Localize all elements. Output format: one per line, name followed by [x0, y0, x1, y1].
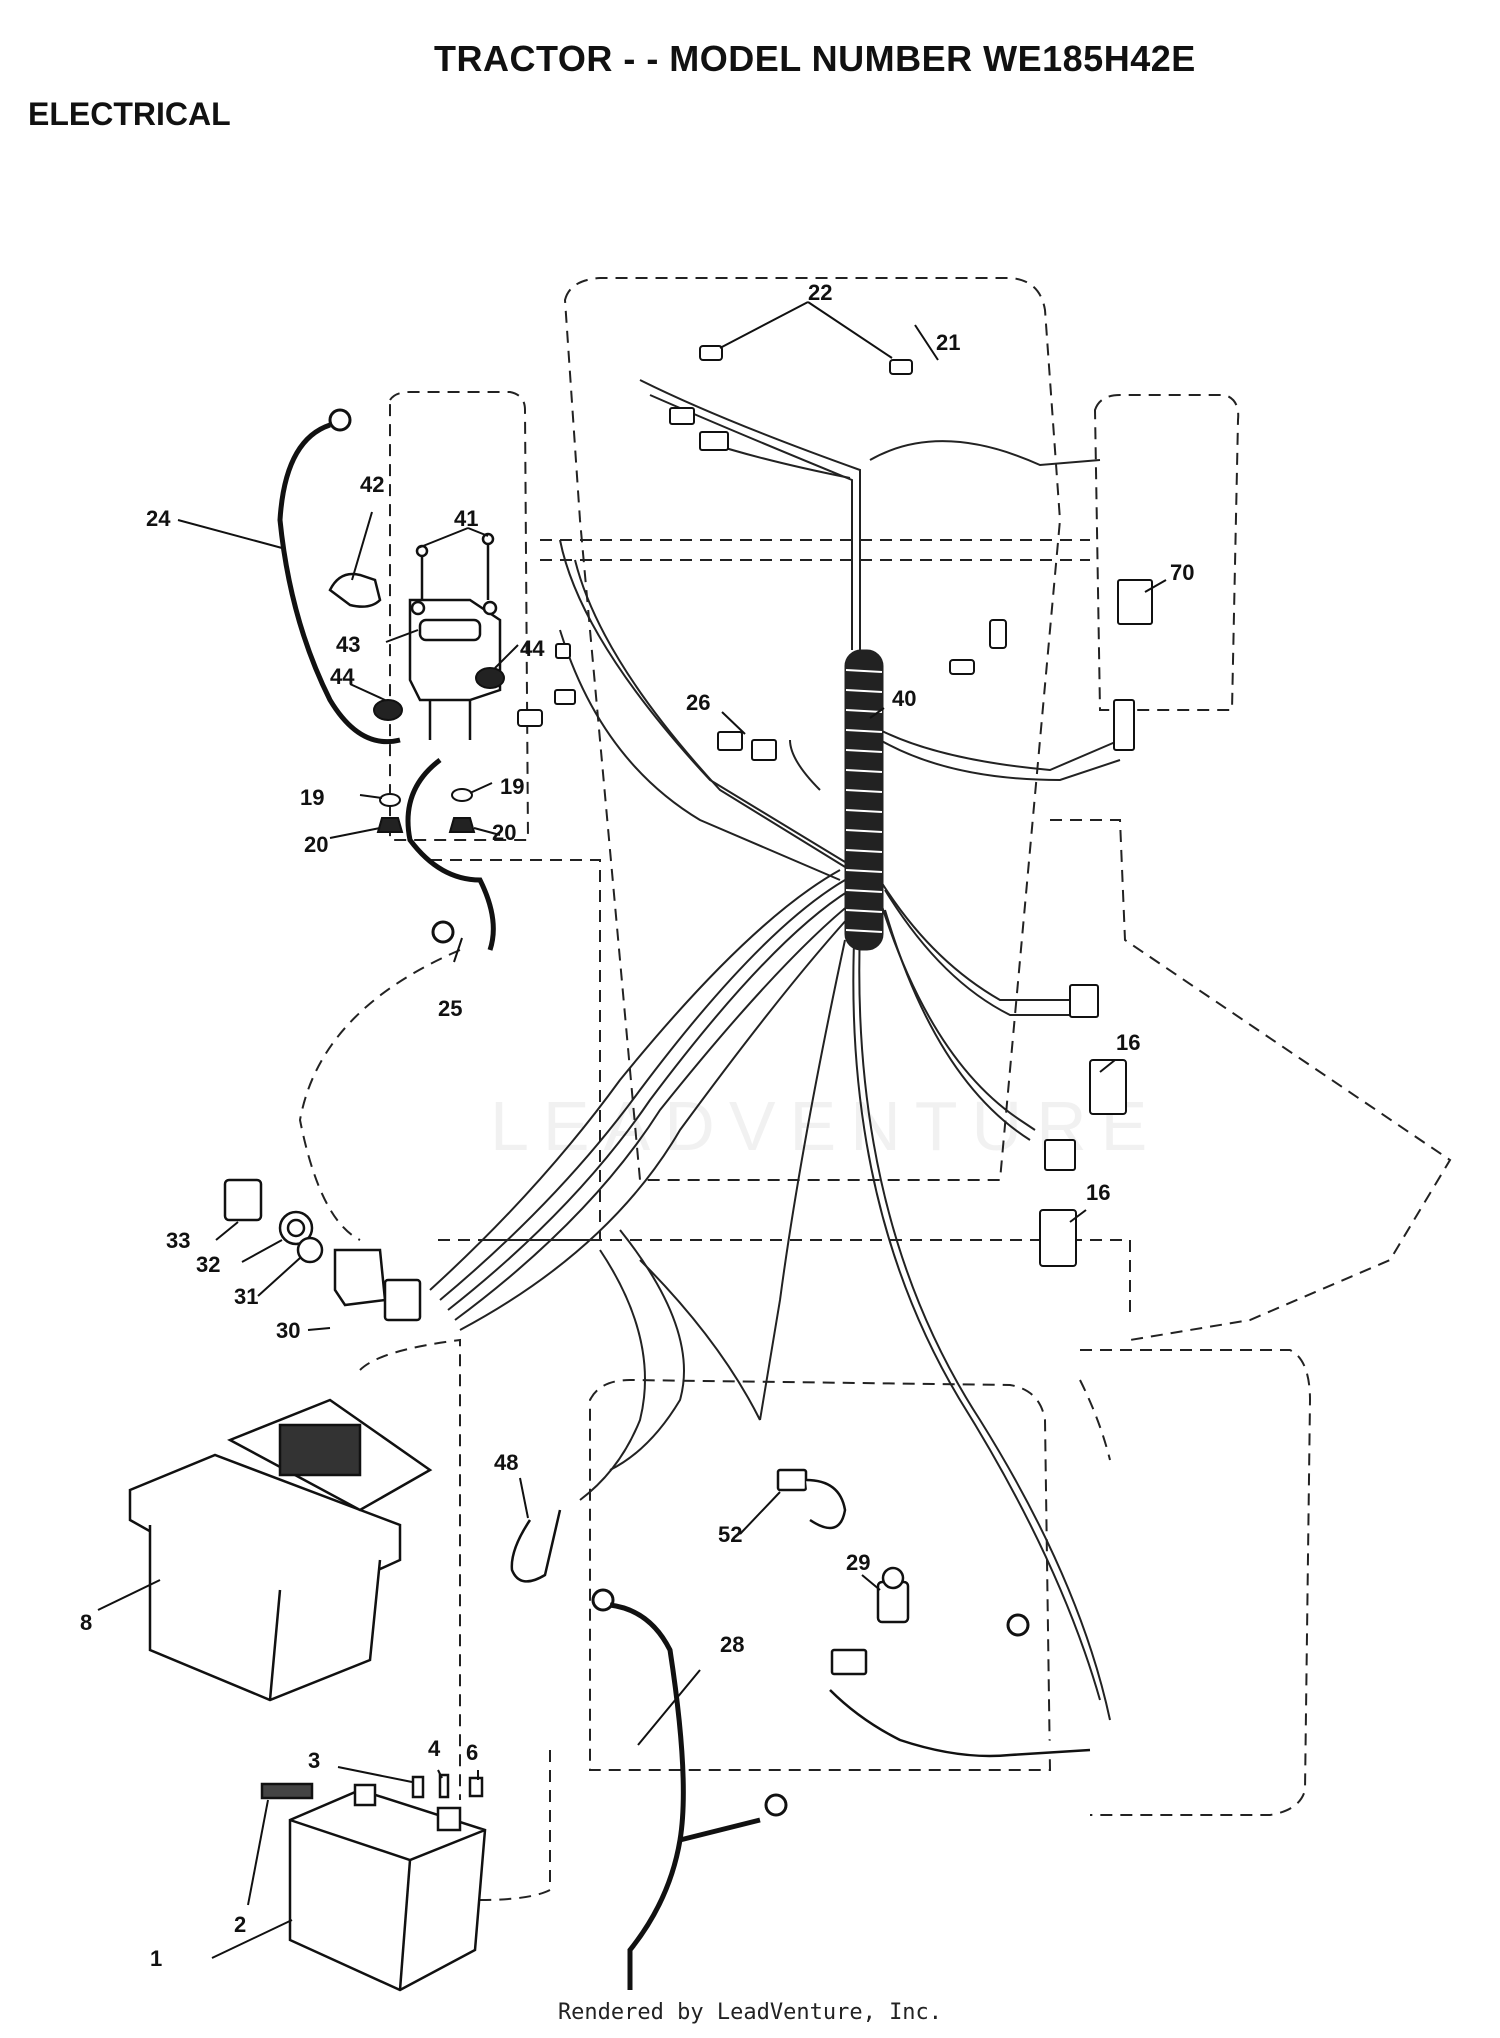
tractor-frame-outline	[298, 277, 1452, 1901]
callout-19-right: 19	[500, 774, 524, 799]
callout-44-right: 44	[520, 636, 545, 661]
callout-32: 32	[196, 1252, 220, 1277]
callout-20-right: 20	[492, 820, 516, 845]
callout-22: 22	[808, 280, 832, 305]
callout-20-left: 20	[304, 832, 328, 857]
callout-43: 43	[336, 632, 360, 657]
battery	[260, 1773, 487, 1992]
coiled-conduit	[844, 649, 884, 951]
part-callouts: 1 2 3 4 6 8 16 16 19 19 20 20 21 22 24 2…	[80, 280, 1194, 1971]
callout-31: 31	[234, 1284, 258, 1309]
leader-lines	[97, 301, 1167, 1959]
callout-29: 29	[846, 1550, 870, 1575]
misc-parts	[510, 1468, 1091, 1758]
callout-26: 26	[686, 690, 710, 715]
section-title: ELECTRICAL	[28, 96, 231, 132]
callout-25: 25	[438, 996, 462, 1021]
callout-16-lower: 16	[1086, 1180, 1110, 1205]
callout-6: 6	[466, 1740, 478, 1765]
conduit-ribs	[845, 669, 883, 933]
callout-8: 8	[80, 1610, 92, 1635]
callout-41: 41	[454, 506, 478, 531]
callout-42: 42	[360, 472, 384, 497]
cable-terminals	[328, 408, 1030, 1817]
callout-21: 21	[936, 330, 960, 355]
wiring-harness	[429, 379, 1121, 1721]
callout-3: 3	[308, 1748, 320, 1773]
solenoid-washers	[373, 667, 505, 833]
battery-cables	[277, 422, 761, 1990]
callout-19-left: 19	[300, 785, 324, 810]
callout-24: 24	[146, 506, 171, 531]
callout-30: 30	[276, 1318, 300, 1343]
callout-28: 28	[720, 1632, 744, 1657]
callout-52: 52	[718, 1522, 742, 1547]
diagram-title: TRACTOR - - MODEL NUMBER WE185H42E	[434, 38, 1196, 79]
callout-4: 4	[428, 1736, 441, 1761]
battery-box	[128, 1398, 433, 1702]
callout-44-left: 44	[330, 664, 355, 689]
callout-70: 70	[1170, 560, 1194, 585]
callout-33: 33	[166, 1228, 190, 1253]
callout-16-upper: 16	[1116, 1030, 1140, 1055]
footer-credit: Rendered by LeadVenture, Inc.	[557, 2000, 943, 2025]
callout-48: 48	[494, 1450, 518, 1475]
callout-2: 2	[234, 1912, 246, 1937]
callout-1: 1	[150, 1946, 162, 1971]
callout-40: 40	[892, 686, 916, 711]
ignition-switch	[223, 1178, 422, 1322]
connectors	[517, 345, 1153, 1267]
